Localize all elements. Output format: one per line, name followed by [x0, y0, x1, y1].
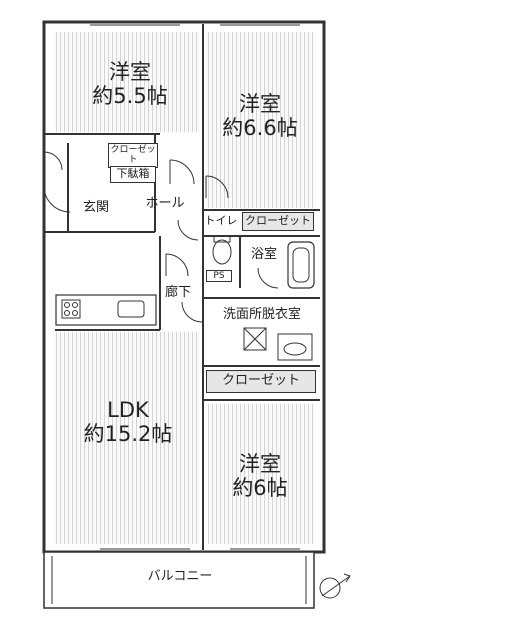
- bathtub-icon: [287, 241, 315, 289]
- corridor-label: 廊下: [164, 285, 191, 300]
- closet-b-label: クローゼット: [242, 212, 314, 231]
- room-c-size: 約6帖: [232, 476, 288, 501]
- room-floor-a: [55, 32, 200, 132]
- hall-label: ホール: [145, 196, 185, 211]
- room-a-label: 洋室 約5.5帖: [72, 60, 188, 108]
- ps-label: PS: [206, 270, 232, 283]
- door-swings: [43, 151, 279, 323]
- ldk-name: LDK: [107, 398, 149, 422]
- closet-c-label: クローゼット: [206, 370, 316, 393]
- wash-basin-icon: [277, 333, 313, 361]
- toilet-icon: [212, 239, 232, 265]
- burner-icon: [72, 310, 78, 316]
- ldk-label: LDK 約15.2帖: [58, 398, 198, 446]
- balcony-outline: [43, 551, 315, 609]
- room-floor-b: [206, 32, 316, 208]
- sink-icon: [117, 300, 145, 318]
- ldk-floor: [55, 332, 200, 544]
- room-a-name: 洋室: [109, 60, 151, 84]
- toilet-label: トイレ: [204, 214, 238, 227]
- stove-icon: [61, 299, 81, 319]
- compass-north-icon: [319, 573, 351, 599]
- burner-icon: [72, 302, 78, 308]
- room-a-size: 約5.5帖: [92, 84, 168, 109]
- room-floor-c: [208, 404, 314, 544]
- windows: [90, 21, 300, 550]
- interior-walls: [44, 24, 320, 550]
- entrance-label: 玄関: [82, 200, 109, 215]
- washing-machine-pan-icon: [243, 327, 267, 351]
- room-c-label: 洋室 約6帖: [210, 452, 310, 500]
- room-b-name: 洋室: [239, 92, 281, 116]
- shoe-box-label: 下駄箱: [110, 166, 156, 183]
- bathtub-inner-icon: [292, 247, 310, 283]
- closet-small-label: クローゼット: [108, 143, 158, 168]
- burner-icon: [64, 310, 70, 316]
- balcony-label: バルコニー: [147, 569, 213, 584]
- washroom-label: 洗面所脱衣室: [222, 307, 301, 322]
- room-b-label: 洋室 約6.6帖: [208, 92, 312, 140]
- toilet-tank-icon: [213, 235, 231, 243]
- ldk-size: 約15.2帖: [83, 422, 173, 447]
- room-c-name: 洋室: [239, 452, 281, 476]
- burner-icon: [64, 302, 70, 308]
- room-b-size: 約6.6帖: [222, 116, 298, 141]
- bathroom-label: 浴室: [250, 247, 277, 262]
